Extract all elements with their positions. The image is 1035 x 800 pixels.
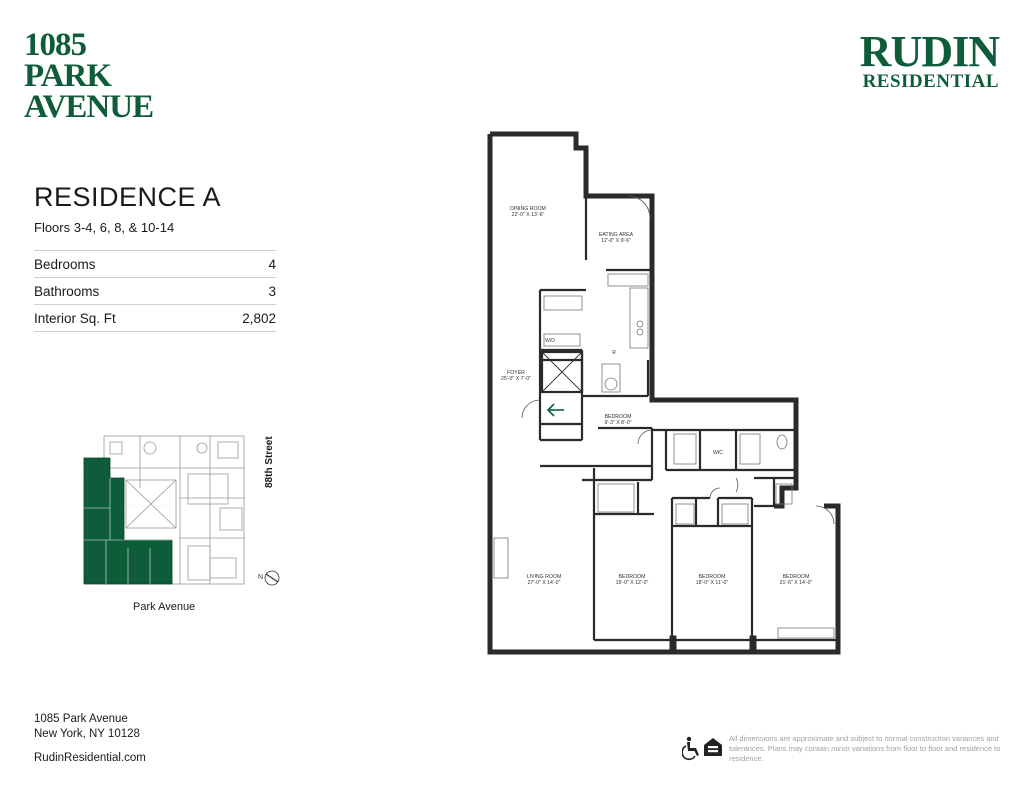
spec-label: Bedrooms [34,257,96,272]
legal-disclaimer: All dimensions are approximate and subje… [729,734,1001,763]
building-logo-line2: PARK [24,58,112,94]
exterior-wall [649,270,799,428]
address: 1085 Park Avenue New York, NY 10128 [34,712,140,742]
equal-housing-icon [704,738,722,756]
room-bedroom3-name: BEDROOM [699,574,726,580]
spec-label: Interior Sq. Ft [34,311,116,326]
room-bedroom4-name: BEDROOM [783,574,810,580]
floor-plan: DINING ROOM 22'-0" X 13'-6" EATING AREA … [487,131,841,655]
room-bedroom-small-dim: 9'-3" X 8'-0" [604,420,631,426]
spec-label: Bathrooms [34,284,100,299]
spec-row-sqft: Interior Sq. Ft 2,802 [34,305,276,332]
room-foyer-name: FOYER [507,370,525,376]
residence-title: RESIDENCE A [34,182,222,212]
footer-icons [682,736,722,761]
building-logo-line3: AVENUE [24,89,154,125]
street-label-park: Park Avenue [133,601,196,613]
spec-value: 3 [268,284,276,299]
label-wd: W/D [545,338,555,344]
accessibility-icon [682,736,699,761]
website-link[interactable]: RudinResidential.com [34,752,146,764]
room-bedroom2-dim: 19'-0" X 12'-0" [616,580,649,586]
label-refrigerator: R [612,350,616,356]
spec-value: 2,802 [242,311,276,326]
room-living-name: LIVING ROOM [527,574,562,580]
specs-table: Bedrooms 4 Bathrooms 3 Interior Sq. Ft 2… [34,250,276,332]
room-dining-dim: 22'-0" X 13'-6" [512,212,545,218]
company-logo-line1: RUDIN [859,27,1000,76]
company-logo: RUDIN RESIDENTIAL [859,27,1000,92]
address-line1: 1085 Park Avenue [34,713,128,725]
label-wic: WIC [713,450,723,456]
company-logo-line2: RESIDENTIAL [862,71,999,92]
room-eating-name: EATING AREA [599,232,634,238]
building-logo: 1085 PARK AVENUE [24,27,154,125]
street-label-88th: 88th Street [264,436,275,488]
exterior-wall [487,134,594,655]
site-key-plan: N [83,435,280,586]
room-bedroom-small-name: BEDROOM [605,414,632,420]
room-bedroom2-name: BEDROOM [619,574,646,580]
spec-row-bathrooms: Bathrooms 3 [34,278,276,305]
compass-north-label: N [258,574,263,581]
room-bedroom3-dim: 18'-0" X 11'-0" [696,580,729,586]
building-logo-line1: 1085 [24,27,87,63]
room-eating-dim: 12'-0" X 9'-6" [601,238,631,244]
exterior-wall [774,428,799,509]
room-foyer-dim: 25'-0" X 7'-0" [501,376,531,382]
room-living-dim: 27'-0" X 14'-0" [528,580,561,586]
spec-value: 4 [268,257,276,272]
spec-row-bedrooms: Bedrooms 4 [34,251,276,278]
entry-arrow-icon [546,403,564,417]
room-bedroom4-dim: 21'-6" X 14'-0" [780,580,813,586]
exterior-wall [490,131,655,270]
residence-floors: Floors 3-4, 6, 8, & 10-14 [34,220,175,235]
address-line2: New York, NY 10128 [34,728,140,740]
compass-icon: N [258,570,280,586]
room-dining-name: DINING ROOM [510,206,546,212]
